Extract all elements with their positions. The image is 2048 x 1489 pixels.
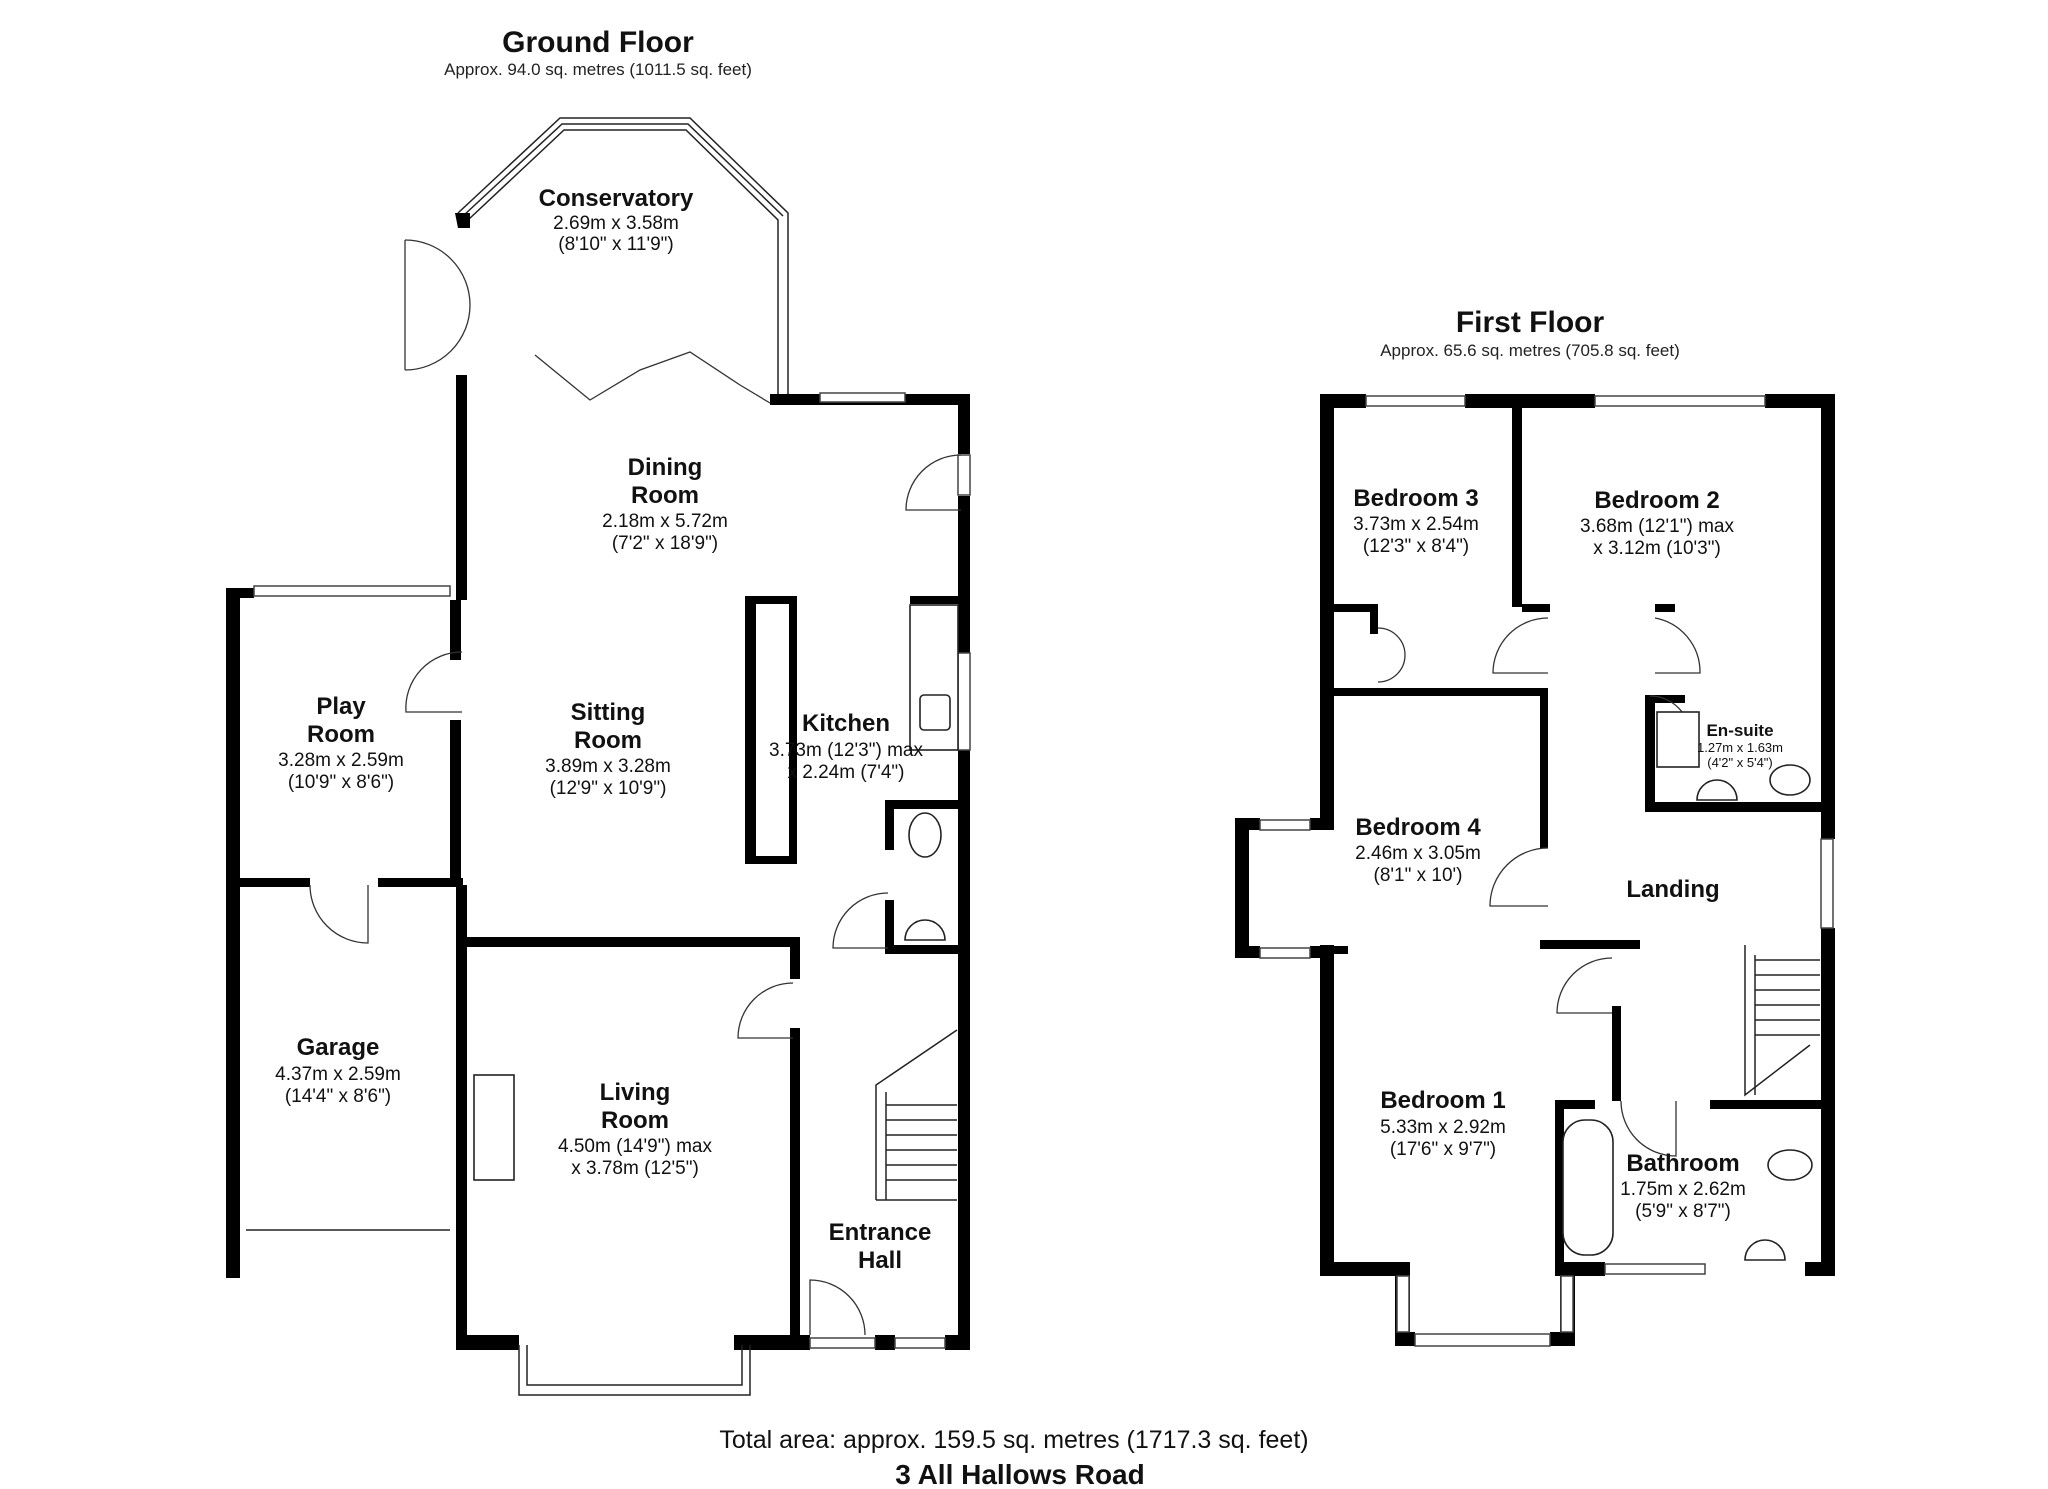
first-stairs — [1744, 945, 1820, 1097]
ground-stairs — [875, 1029, 958, 1201]
bedroom-3-label: Bedroom 3 — [1353, 485, 1478, 512]
landing-label: Landing — [1626, 876, 1719, 903]
garage-dims-imperial: (14'4" x 8'6") — [285, 1086, 391, 1107]
dining-room-label-line1: Dining — [628, 454, 703, 481]
bedroom-2-dims: 3.68m (12'1") max — [1580, 516, 1734, 537]
sitting-room-label-line1: Sitting — [571, 699, 646, 726]
french-doors — [404, 239, 471, 371]
first-floor-labels: Bedroom 3 3.73m x 2.54m (12'3" x 8'4") B… — [1353, 485, 1783, 1222]
conservatory-glazing — [455, 117, 789, 404]
dining-room-label-line2: Room — [631, 482, 699, 509]
bifold-doors — [534, 351, 771, 404]
bathroom-toilet — [1767, 1149, 1813, 1181]
en-suite-dims-imperial: (4'2" x 5'4") — [1707, 755, 1773, 770]
kitchen-label: Kitchen — [802, 710, 890, 737]
ground-floor-doors — [309, 454, 962, 1336]
ground-floor-area: Approx. 94.0 sq. metres (1011.5 sq. feet… — [444, 60, 752, 79]
conservatory-dims: 2.69m x 3.58m — [553, 213, 679, 234]
bedroom-2-label: Bedroom 2 — [1594, 487, 1719, 514]
bath-tub — [1562, 1119, 1614, 1256]
entrance-hall-label-line2: Hall — [858, 1247, 902, 1274]
first-floor-windows — [1259, 395, 1834, 1347]
living-room-label-line2: Room — [601, 1107, 669, 1134]
en-suite-dims: 1.27m x 1.63m — [1697, 740, 1783, 755]
bathroom-label: Bathroom — [1626, 1150, 1739, 1177]
ground-floor-labels: Conservatory 2.69m x 3.58m (8'10" x 11'9… — [275, 185, 931, 1274]
sitting-room-label-line2: Room — [574, 727, 642, 754]
en-suite-shower — [1656, 711, 1700, 768]
garage-dims: 4.37m x 2.59m — [275, 1064, 401, 1085]
chimney-breast — [473, 1074, 515, 1181]
dining-room-dims-imperial: (7'2" x 18'9") — [612, 533, 718, 554]
first-floor-title: First Floor — [1456, 306, 1605, 339]
bedroom-4-dims-imperial: (8'1" x 10') — [1374, 865, 1463, 886]
bathroom-basin — [1744, 1239, 1786, 1261]
play-room-label-line1: Play — [316, 693, 366, 720]
bedroom-1-dims-imperial: (17'6" x 9'7") — [1390, 1139, 1496, 1160]
bathroom-dims-imperial: (5'9" x 8'7") — [1635, 1201, 1731, 1222]
garage-label: Garage — [297, 1034, 380, 1061]
bedroom-4-dims: 2.46m x 3.05m — [1355, 843, 1481, 864]
ground-floor-plan: Ground Floor Approx. 94.0 sq. metres (10… — [226, 26, 971, 1396]
ground-floor-title: Ground Floor — [502, 26, 694, 59]
living-room-dims: 4.50m (14'9") max — [558, 1136, 712, 1157]
first-floor-area: Approx. 65.6 sq. metres (705.8 sq. feet) — [1380, 341, 1680, 360]
first-floor-doors — [1377, 617, 1701, 1157]
play-room-dims-imperial: (10'9" x 8'6") — [288, 772, 394, 793]
bedroom-3-dims-imperial: (12'3" x 8'4") — [1363, 536, 1469, 557]
first-floor-plan: First Floor Approx. 65.6 sq. metres (705… — [1235, 306, 1835, 1347]
bathroom-dims: 1.75m x 2.62m — [1620, 1179, 1746, 1200]
living-room-label-line1: Living — [600, 1079, 671, 1106]
entrance-hall-label-line1: Entrance — [829, 1219, 932, 1246]
bedroom-4-label: Bedroom 4 — [1355, 814, 1481, 841]
living-room-dims-imperial: x 3.78m (12'5") — [571, 1158, 699, 1179]
wc-toilet — [908, 812, 942, 858]
total-area: Total area: approx. 159.5 sq. metres (17… — [719, 1426, 1308, 1454]
bedroom-3-dims: 3.73m x 2.54m — [1353, 514, 1479, 535]
en-suite-basin — [1696, 779, 1738, 801]
sitting-room-dims: 3.89m x 3.28m — [545, 756, 671, 777]
ground-floor-walls — [226, 375, 970, 1350]
conservatory-label: Conservatory — [539, 185, 694, 212]
conservatory-post — [455, 213, 470, 228]
play-room-label-line2: Room — [307, 721, 375, 748]
conservatory-dims-imperial: (8'10" x 11'9") — [558, 234, 673, 255]
bedroom-1-label: Bedroom 1 — [1380, 1087, 1505, 1114]
en-suite-label: En-suite — [1706, 721, 1773, 740]
kitchen-sink — [919, 694, 951, 731]
property-address: 3 All Hallows Road — [895, 1459, 1144, 1489]
bedroom-1-dims: 5.33m x 2.92m — [1380, 1117, 1506, 1138]
dining-room-dims: 2.18m x 5.72m — [602, 511, 728, 532]
kitchen-dims: 3.73m (12'3") max — [769, 740, 923, 761]
ground-fixtures — [246, 604, 959, 1231]
kitchen-dims-imperial: x 2.24m (7'4") — [787, 762, 904, 783]
first-floor-walls — [1235, 394, 1835, 1346]
sitting-room-dims-imperial: (12'9" x 10'9") — [550, 778, 667, 799]
first-fixtures — [1562, 711, 1813, 1261]
en-suite-toilet — [1769, 764, 1811, 796]
bedroom-2-dims-imperial: x 3.12m (10'3") — [1593, 538, 1721, 559]
wc-basin — [904, 919, 946, 941]
play-room-dims: 3.28m x 2.59m — [278, 750, 404, 771]
ground-floor-windows — [253, 392, 971, 1396]
